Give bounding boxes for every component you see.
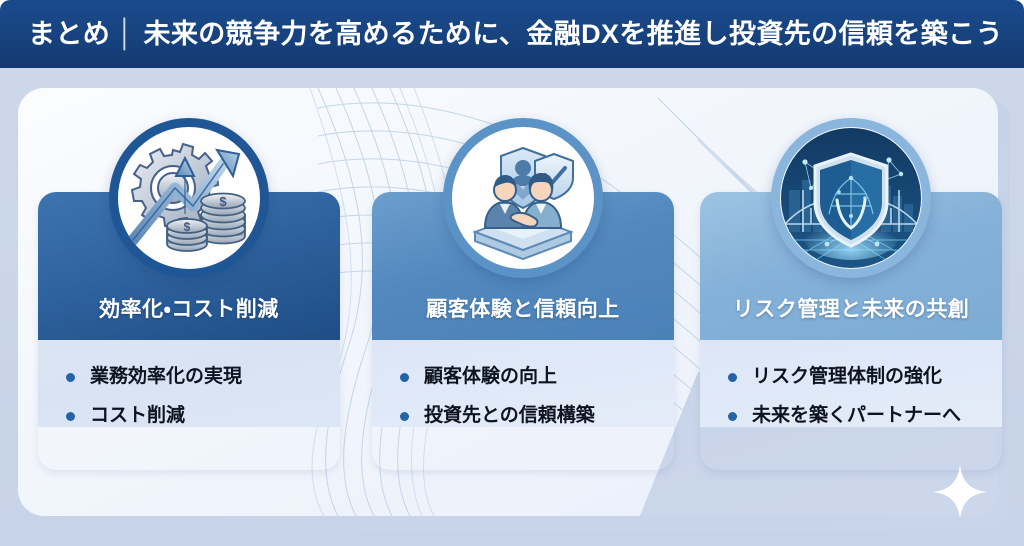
card-risk-future-body: リスク管理体制の強化 未来を築くパートナーへ [700, 340, 1002, 427]
header-separator: │ [117, 17, 135, 48]
bullet-dot-icon [66, 411, 75, 421]
bullet-label: 業務効率化の実現 [90, 366, 243, 387]
bullet-label: 投資先との信頼構築 [424, 404, 595, 426]
list-item: 投資先との信頼構築 [398, 405, 674, 427]
sparkle-star-icon [933, 465, 987, 519]
header-main-title: 未来の競争力を高めるために、金融DXを推進し投資先の信頼を築こう [143, 18, 1003, 49]
bullet-label: コスト削減 [90, 404, 186, 426]
card-customer-trust-body: 顧客体験の向上 投資先との信頼構築 [372, 340, 674, 427]
list-item: 未来を築くパートナーへ [726, 405, 1002, 427]
card-customer-trust[interactable]: 顧客体験と信頼向上 顧客体験の向上 投資先との信頼構築 [372, 192, 674, 470]
list-item: コスト削減 [64, 405, 340, 427]
list-item: リスク管理体制の強化 [726, 366, 1002, 388]
bullet-dot-icon [728, 411, 737, 421]
bullet-label: リスク管理体制の強化 [752, 366, 943, 387]
gear-growth-coins-icon: $ $ [109, 118, 269, 278]
card-efficiency-bullet-list: 業務効率化の実現 コスト削減 [38, 366, 340, 427]
handshake-shield-icon [443, 118, 603, 278]
bullet-dot-icon [728, 373, 737, 382]
bullet-label: 顧客体験の向上 [424, 366, 558, 387]
page-title: まとめ│ 未来の競争力を高めるために、金融DXを推進し投資先の信頼を築こう [28, 17, 1003, 49]
bullet-label: 未来を築くパートナーへ [752, 404, 962, 426]
card-risk-future-title: リスク管理と未来の共創 [732, 298, 970, 321]
card-efficiency-body: 業務効率化の実現 コスト削減 [38, 340, 340, 427]
card-risk-future-bullet-list: リスク管理体制の強化 未来を築くパートナーへ [700, 366, 1002, 427]
bullet-dot-icon [66, 373, 75, 382]
header-lead: まとめ [28, 18, 111, 49]
slide-header: まとめ│ 未来の競争力を高めるために、金融DXを推進し投資先の信頼を築こう [0, 0, 1024, 68]
list-item: 顧客体験の向上 [398, 366, 674, 388]
card-customer-trust-title: 顧客体験と信頼向上 [426, 298, 620, 321]
bullet-dot-icon [400, 373, 409, 382]
card-customer-trust-bullet-list: 顧客体験の向上 投資先との信頼構築 [372, 366, 674, 427]
shield-city-network-icon [771, 118, 931, 278]
svg-text:$: $ [219, 194, 227, 209]
bullet-dot-icon [400, 411, 409, 421]
svg-text:$: $ [184, 220, 191, 234]
card-efficiency-title: 効率化・コスト削減 [99, 298, 279, 321]
list-item: 業務効率化の実現 [64, 366, 340, 388]
